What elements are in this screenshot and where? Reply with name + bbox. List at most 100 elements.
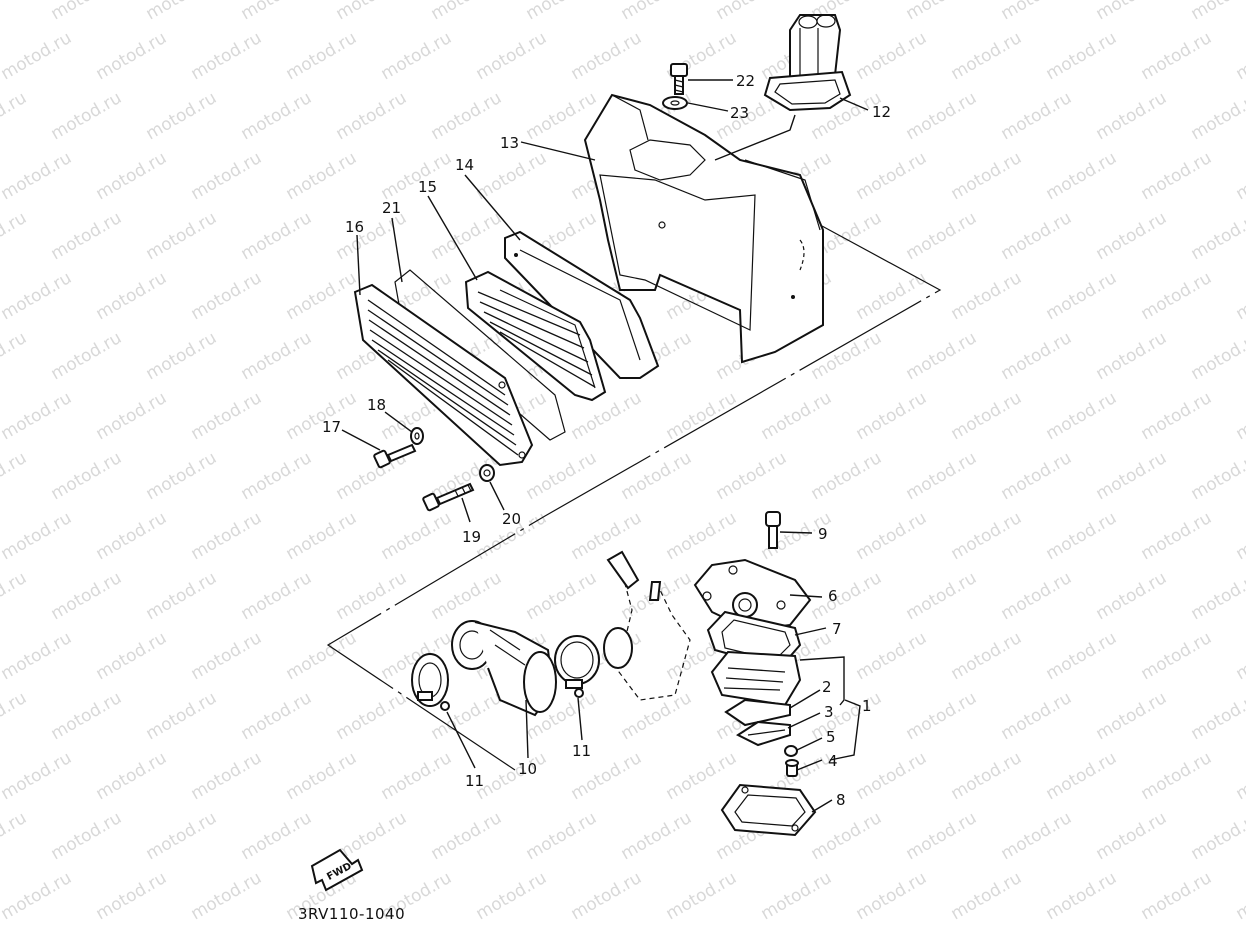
watermark-text: motod.ru (0, 868, 75, 924)
watermark-text: motod.ru (713, 0, 791, 24)
watermark-text: motod.ru (283, 28, 361, 84)
clamp-11-left (411, 653, 450, 711)
watermark-text: motod.ru (1043, 148, 1121, 204)
reed-valve-assy-1 (710, 650, 802, 707)
watermark-text: motod.ru (1138, 28, 1216, 84)
diagram-code: 3RV110-1040 (298, 905, 406, 923)
watermark-text: motod.ru (333, 688, 411, 744)
watermark-text: motod.ru (0, 148, 75, 204)
watermark-text: motod.ru (48, 208, 126, 264)
watermark-text: motod.ru (93, 508, 171, 564)
watermark-text: motod.ru (948, 268, 1026, 324)
joint-air-cleaner-10 (451, 620, 557, 717)
assembly-plane-lines (326, 225, 942, 771)
callout-11-right: 11 (572, 742, 591, 760)
washer-18 (410, 427, 424, 445)
watermark-text: motod.ru (1138, 268, 1216, 324)
watermark-text: motod.ru (853, 868, 931, 924)
watermark-text: motod.ru (523, 568, 601, 624)
watermark-text: motod.ru (188, 868, 266, 924)
watermark-text: motod.ru (1043, 868, 1121, 924)
watermark-text: motod.ru (808, 448, 886, 504)
watermark-text: motod.ru (1188, 0, 1246, 24)
callout-21: 21 (382, 199, 401, 217)
watermark-text: motod.ru (283, 508, 361, 564)
watermark-text: motod.ru (48, 0, 126, 24)
watermark-text: motod.ru (238, 328, 316, 384)
watermark-text: motod.ru (0, 628, 75, 684)
watermark-text: motod.ru (948, 388, 1026, 444)
watermark-text: motod.ru (143, 328, 221, 384)
watermark-text: motod.ru (948, 148, 1026, 204)
watermark-text: motod.ru (188, 748, 266, 804)
air-cleaner-element-15 (464, 270, 607, 402)
callout-18: 18 (367, 396, 386, 414)
watermark-text: motod.ru (143, 688, 221, 744)
watermark-text: motod.ru (238, 208, 316, 264)
watermark-text: motod.ru (903, 0, 981, 24)
watermark-text: motod.ru (48, 568, 126, 624)
watermark-text: motod.ru (188, 28, 266, 84)
watermark-text: motod.ru (853, 388, 931, 444)
watermark-text: motod.ru (283, 268, 361, 324)
bolt-19 (422, 482, 475, 512)
callout-9: 9 (818, 525, 828, 543)
fwd-arrow-icon: FWD (310, 848, 364, 892)
watermark-text: motod.ru (758, 388, 836, 444)
watermark-text: motod.ru (1093, 448, 1171, 504)
watermark-text: motod.ru (1043, 508, 1121, 564)
watermark-text: motod.ru (998, 688, 1076, 744)
watermark-text: motod.ru (523, 0, 601, 24)
watermark-text: motod.ru (1233, 508, 1246, 564)
watermark-text: motod.ru (1043, 388, 1121, 444)
watermark-text: motod.ru (1043, 748, 1121, 804)
watermark-text: motod.ru (948, 748, 1026, 804)
callout-22: 22 (736, 72, 755, 90)
watermark-text: motod.ru (903, 88, 981, 144)
watermark-text: motod.ru (1138, 628, 1216, 684)
watermark-text: motod.ru (948, 508, 1026, 564)
watermark-text: motod.ru (143, 88, 221, 144)
callout-13: 13 (500, 134, 519, 152)
watermark-text: motod.ru (48, 448, 126, 504)
callout-15: 15 (418, 178, 437, 196)
watermark-text: motod.ru (1188, 568, 1246, 624)
bolt-17 (373, 443, 417, 469)
watermark-text: motod.ru (0, 388, 75, 444)
watermark-text: motod.ru (903, 688, 981, 744)
watermark-text: motod.ru (903, 208, 981, 264)
watermark-text: motod.ru (378, 748, 456, 804)
watermark-text: motod.ru (948, 868, 1026, 924)
watermark-text: motod.ru (618, 688, 696, 744)
watermark-text: motod.ru (853, 628, 931, 684)
screw-4 (785, 759, 799, 777)
watermark-text: motod.ru (143, 0, 221, 24)
watermark-text: motod.ru (143, 568, 221, 624)
watermark-text: motod.ru (188, 628, 266, 684)
watermark-text: motod.ru (1188, 448, 1246, 504)
watermark-text: motod.ru (333, 0, 411, 24)
watermark-text: motod.ru (238, 808, 316, 864)
watermark-text: motod.ru (1138, 388, 1216, 444)
callout-19: 19 (462, 528, 481, 546)
watermark-text: motod.ru (0, 688, 30, 744)
watermark-text: motod.ru (0, 0, 30, 24)
watermark-text: motod.ru (948, 628, 1026, 684)
watermark-text: motod.ru (0, 808, 30, 864)
callout-2: 2 (822, 678, 832, 696)
watermark-text: motod.ru (998, 568, 1076, 624)
air-cleaner-case (583, 93, 824, 364)
callout-7: 7 (832, 620, 842, 638)
watermark-text: motod.ru (473, 28, 551, 84)
watermark-text: motod.ru (903, 328, 981, 384)
watermark-text: motod.ru (93, 868, 171, 924)
watermark-text: motod.ru (853, 28, 931, 84)
watermark-text: motod.ru (188, 268, 266, 324)
watermark-text: motod.ru (758, 868, 836, 924)
watermark-text: motod.ru (143, 808, 221, 864)
watermark-text: motod.ru (1188, 208, 1246, 264)
watermark-text: motod.ru (713, 448, 791, 504)
watermark-text: motod.ru (568, 28, 646, 84)
reed-valve-2 (724, 698, 791, 727)
